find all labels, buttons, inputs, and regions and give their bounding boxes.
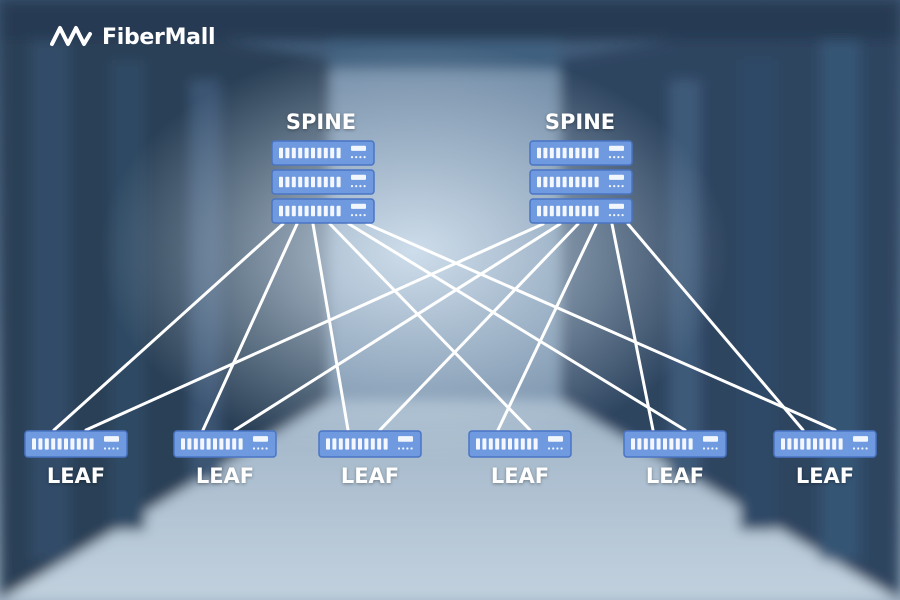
leaf-switch-1 bbox=[24, 430, 128, 458]
network-switch-icon bbox=[468, 430, 572, 458]
brand-name: FiberMall bbox=[102, 24, 216, 50]
spine2-leaf5-link bbox=[610, 222, 655, 432]
spine2-leaf6-link bbox=[626, 222, 805, 432]
leaf-label-3: LEAF bbox=[340, 464, 400, 488]
spine1-leaf6-link bbox=[365, 222, 837, 432]
leaf-switch-4 bbox=[468, 430, 572, 458]
switch-unit bbox=[271, 140, 375, 166]
network-switch-icon bbox=[529, 198, 633, 224]
leaf-label-1: LEAF bbox=[46, 464, 106, 488]
leaf-label-5: LEAF bbox=[645, 464, 705, 488]
leaf-label-6: LEAF bbox=[795, 464, 855, 488]
spine1-leaf1-link bbox=[52, 222, 285, 432]
network-switch-icon bbox=[24, 430, 128, 458]
spine-switch-2 bbox=[529, 140, 633, 224]
spine-label-2: SPINE bbox=[544, 110, 616, 134]
spine1-leaf2-link bbox=[201, 222, 299, 432]
spine1-leaf5-link bbox=[347, 222, 687, 432]
leaf-label-2: LEAF bbox=[195, 464, 255, 488]
spine2-leaf4-link bbox=[496, 222, 598, 432]
switch-unit bbox=[271, 198, 375, 224]
fibermall-logo-icon bbox=[50, 26, 92, 46]
spine2-leaf2-link bbox=[233, 222, 562, 432]
leaf-switch-2 bbox=[173, 430, 277, 458]
network-switch-icon bbox=[271, 198, 375, 224]
leaf-switch-6 bbox=[773, 430, 877, 458]
spine2-leaf3-link bbox=[378, 222, 580, 432]
network-switch-icon bbox=[173, 430, 277, 458]
network-switch-icon bbox=[623, 430, 727, 458]
switch-unit bbox=[529, 198, 633, 224]
spine2-leaf1-link bbox=[84, 222, 545, 432]
spine1-leaf4-link bbox=[328, 222, 532, 432]
spine1-leaf3-link bbox=[311, 222, 350, 432]
spine-label-1: SPINE bbox=[285, 110, 357, 134]
leaf-switch-3 bbox=[318, 430, 422, 458]
network-switch-icon bbox=[529, 169, 633, 195]
leaf-label-4: LEAF bbox=[490, 464, 550, 488]
network-switch-icon bbox=[271, 169, 375, 195]
brand-logo: FiberMall bbox=[50, 22, 216, 52]
network-switch-icon bbox=[271, 140, 375, 166]
leaf-switch-5 bbox=[623, 430, 727, 458]
switch-unit bbox=[529, 169, 633, 195]
spine-switch-1 bbox=[271, 140, 375, 224]
switch-unit bbox=[529, 140, 633, 166]
network-switch-icon bbox=[773, 430, 877, 458]
network-switch-icon bbox=[318, 430, 422, 458]
network-switch-icon bbox=[529, 140, 633, 166]
switch-unit bbox=[271, 169, 375, 195]
